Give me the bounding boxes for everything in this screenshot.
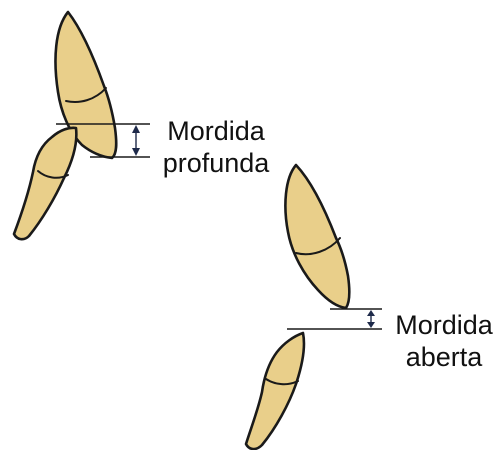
open-bite-label-line2: aberta: [386, 341, 502, 373]
open-arrow-head-top: [367, 310, 375, 316]
open-arrow-head-bottom: [367, 322, 375, 328]
open-bite-group: [246, 165, 382, 449]
open-bite-label: Mordida aberta: [386, 309, 502, 373]
deep-bite-label-line1: Mordida: [152, 115, 280, 147]
open-lower-incisor: [246, 333, 304, 449]
deep-lower-incisor: [14, 128, 76, 239]
deep-bite-label-line2: profunda: [152, 147, 280, 179]
deep-arrow-head-top: [132, 125, 140, 133]
deep-arrow-head-bottom: [132, 148, 140, 156]
deep-bite-label: Mordida profunda: [152, 115, 280, 179]
open-upper-incisor: [285, 165, 349, 308]
deep-bite-group: [14, 12, 150, 239]
open-bite-label-line1: Mordida: [386, 309, 502, 341]
